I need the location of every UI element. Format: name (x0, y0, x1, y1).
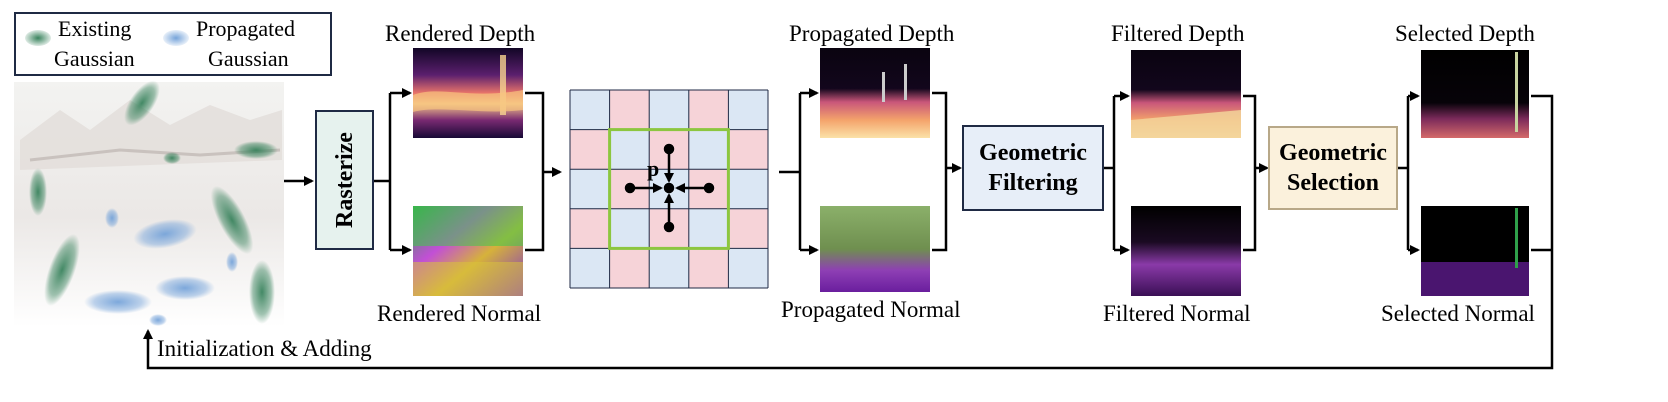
grid-cell (688, 208, 729, 249)
rendered-normal-image (413, 206, 523, 296)
selected-depth-image (1421, 50, 1529, 138)
grid-cell (609, 248, 650, 288)
neighbor-dot (663, 221, 675, 233)
grid-cell (570, 90, 610, 130)
propagated-gaussian (155, 276, 215, 300)
neighbor-dot (703, 182, 715, 194)
legend-propagated-line2: Gaussian (208, 46, 289, 71)
existing-gaussian (234, 141, 278, 159)
grid-cell (649, 248, 689, 288)
filtered-normal-image (1131, 206, 1241, 296)
legend-propagated-line1: Propagated (196, 16, 295, 41)
grid-cell (570, 208, 610, 249)
flow-connectors (143, 88, 1554, 370)
grid-cell (570, 169, 610, 209)
selected-depth-label: Selected Depth (1395, 21, 1535, 46)
grid-cell (728, 90, 768, 130)
rendered-normal-label: Rendered Normal (377, 301, 542, 326)
center-pixel (663, 182, 675, 194)
propagated-normal-label: Propagated Normal (781, 297, 961, 322)
propagated-gaussian (105, 208, 119, 228)
geometric-filtering-block: Geometric Filtering (962, 125, 1104, 211)
existing-gaussian (249, 260, 275, 324)
existing-gaussian-swatch (25, 30, 51, 46)
grid-cell (688, 129, 729, 170)
filtering-line2: Filtering (988, 170, 1078, 196)
grid-cell (728, 248, 768, 288)
existing-gaussian (44, 234, 80, 306)
propagated-gaussian-swatch (163, 30, 189, 46)
selected-normal-label: Selected Normal (1381, 301, 1535, 326)
geometric-selection-block: Geometric Selection (1268, 126, 1398, 210)
grid-cell (688, 90, 729, 130)
grid-cell (609, 90, 650, 130)
grid-cell (609, 208, 650, 249)
propagated-depth-image (820, 48, 930, 138)
propagated-gaussian (133, 219, 197, 249)
pixel-p-label: p (647, 156, 660, 181)
grid-cell (728, 208, 768, 249)
propagated-gaussian (84, 290, 152, 314)
selection-line1: Geometric (1279, 140, 1387, 166)
propagated-normal-image (820, 206, 930, 292)
filtered-depth-image (1131, 50, 1241, 138)
grid-cell (570, 248, 610, 288)
propagated-gaussian (226, 252, 238, 272)
existing-gaussian (163, 152, 181, 164)
filtered-normal-label: Filtered Normal (1103, 301, 1251, 326)
neighborhood-window (608, 128, 730, 250)
grid-cell (728, 169, 768, 209)
grid-cell (649, 90, 689, 130)
rasterize-label: Rasterize (331, 132, 358, 228)
input-scene (14, 80, 284, 327)
selected-normal-image (1421, 206, 1529, 296)
existing-gaussian (210, 185, 254, 255)
legend-swatches (25, 30, 189, 46)
filtering-line1: Geometric (979, 140, 1087, 166)
existing-gaussian (124, 80, 160, 126)
rendered-depth-label: Rendered Depth (385, 21, 536, 46)
propagated-gaussian (149, 314, 167, 326)
rendered-depth-image (413, 48, 523, 138)
existing-gaussian (29, 168, 47, 216)
neighbor-dot (624, 182, 636, 194)
grid-cell (570, 129, 610, 170)
grid-cell (609, 129, 650, 170)
neighbor-dot (663, 143, 675, 155)
feedback-label: Initialization & Adding (157, 336, 372, 361)
propagated-depth-label: Propagated Depth (789, 21, 955, 46)
legend: Existing Gaussian Propagated Gaussian (14, 12, 332, 76)
legend-existing-line2: Gaussian (54, 46, 135, 71)
legend-existing-line1: Existing (58, 16, 132, 41)
selection-line2: Selection (1287, 170, 1379, 196)
propagation-arrows (624, 143, 715, 233)
grid-cell (688, 248, 729, 288)
grid-cell (728, 129, 768, 170)
filtered-depth-label: Filtered Depth (1111, 21, 1245, 46)
rasterize-block: Rasterize (315, 110, 374, 250)
